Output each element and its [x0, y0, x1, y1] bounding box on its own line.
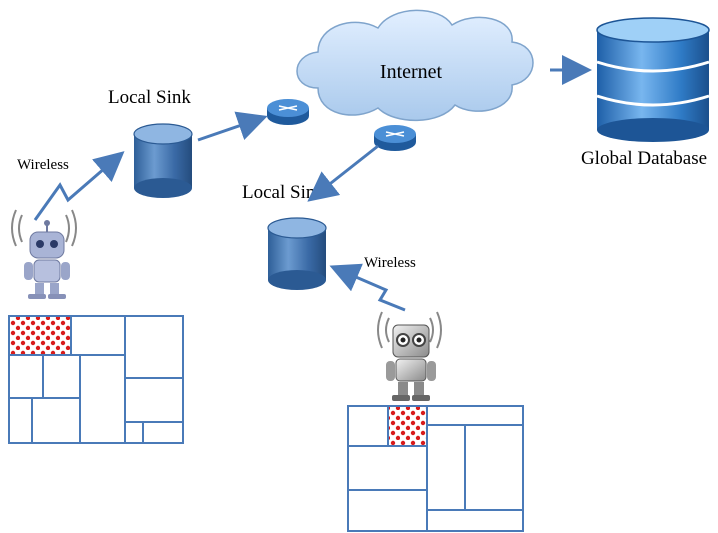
- local-sink-1-label: Local Sink: [108, 87, 191, 108]
- wireless-signal-icon: [11, 209, 77, 247]
- hotspot-room: [8, 315, 72, 356]
- arrow-router2-sink2: [307, 144, 379, 202]
- connection-arrows: [33, 55, 592, 312]
- hotspot-room: [387, 405, 428, 447]
- arrow-wireless-1: [33, 151, 125, 221]
- database-icon: [596, 17, 710, 142]
- local-sink-2-label: Local Sink: [242, 182, 325, 203]
- wireless-2-label: Wireless: [364, 255, 416, 271]
- robot-icon: [386, 324, 436, 401]
- router-icon: [267, 99, 309, 125]
- floor-plan-2: [347, 405, 524, 532]
- wireless-1-label: Wireless: [17, 157, 69, 173]
- wireless-signal-icon: [377, 311, 442, 349]
- robot-icon: [24, 220, 70, 299]
- floor-plan-1: [8, 315, 184, 444]
- cloud-icon: [296, 9, 534, 122]
- cylinder-icon: [133, 123, 193, 198]
- cylinder-icon: [267, 217, 327, 290]
- internet-label: Internet: [380, 61, 443, 83]
- router-icon: [374, 125, 416, 151]
- arrow-sink1-router1: [197, 111, 268, 142]
- arrow-wireless-2: [329, 263, 406, 312]
- global-database-label: Global Database: [581, 148, 707, 169]
